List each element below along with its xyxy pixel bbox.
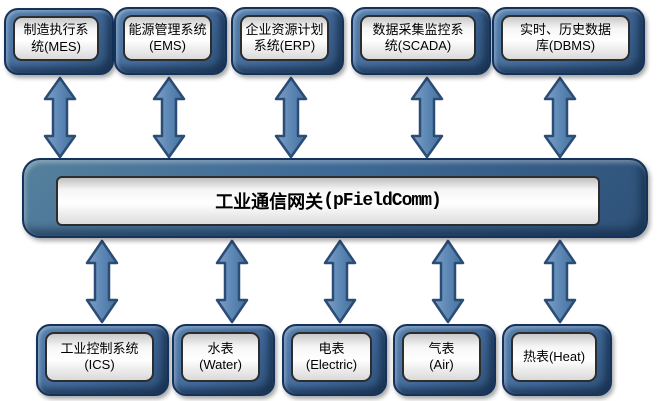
node-water-line1: 水表 — [207, 340, 234, 356]
node-scada: 数据采集监控系 统(SCADA) — [351, 7, 491, 75]
node-ems-line1: 能源管理系统 — [128, 21, 207, 37]
double-arrow-top-1 — [43, 76, 77, 159]
double-arrow-bottom-3 — [323, 239, 357, 324]
node-air-line1: 气表 — [428, 340, 455, 356]
node-ics-line2: (ICS) — [84, 357, 115, 372]
node-electric-line2: (Electric) — [305, 357, 358, 372]
node-air-meter: 气表 (Air) — [393, 324, 496, 396]
gateway-title: 工业通信网关(pFieldComm) — [56, 176, 600, 226]
node-mes-line2: 统(MES) — [31, 38, 81, 54]
node-erp-line1: 企业资源计划 — [245, 21, 324, 37]
node-erp-line2: 系统(ERP) — [253, 38, 316, 53]
double-arrow-top-4 — [410, 76, 444, 159]
node-electric-meter-label: 电表 (Electric) — [291, 332, 372, 382]
double-arrow-bottom-4 — [431, 239, 465, 324]
node-mes-label: 制造执行系 统(MES) — [13, 16, 99, 61]
double-arrow-top-2 — [152, 76, 186, 159]
node-electric-line1: 电表 — [318, 340, 345, 356]
double-arrow-top-5 — [543, 76, 577, 159]
node-mes: 制造执行系 统(MES) — [4, 8, 114, 75]
node-water-meter-label: 水表 (Water) — [181, 332, 260, 382]
node-erp: 企业资源计划 系统(ERP) — [231, 7, 344, 75]
node-scada-line2: 统(SCADA) — [384, 38, 452, 53]
node-dbms-label: 实时、历史数据 库(DBMS) — [501, 15, 630, 61]
node-dbms-line2: 库(DBMS) — [535, 38, 596, 53]
gateway-box: 工业通信网关(pFieldComm) — [22, 158, 648, 238]
node-erp-label: 企业资源计划 系统(ERP) — [240, 15, 329, 61]
gateway-title-zh: 工业通信网关 — [215, 192, 324, 212]
node-ems-label: 能源管理系统 (EMS) — [123, 15, 212, 61]
node-ics-line1: 工业控制系统 — [60, 340, 139, 356]
node-water-line2: (Water) — [199, 357, 242, 372]
double-arrow-bottom-2 — [215, 239, 249, 324]
node-scada-label: 数据采集监控系 统(SCADA) — [360, 15, 476, 61]
node-ems: 能源管理系统 (EMS) — [114, 7, 227, 75]
node-water-meter: 水表 (Water) — [172, 324, 275, 396]
node-heat-meter: 热表(Heat) — [502, 324, 612, 396]
double-arrow-bottom-1 — [85, 239, 119, 324]
node-mes-line1: 制造执行系 — [23, 22, 89, 38]
node-dbms-line1: 实时、历史数据 — [519, 21, 611, 37]
node-ems-line2: (EMS) — [149, 38, 186, 53]
node-air-meter-label: 气表 (Air) — [402, 332, 481, 382]
node-heat-meter-label: 热表(Heat) — [511, 332, 597, 382]
node-air-line2: (Air) — [429, 357, 454, 372]
node-scada-line1: 数据采集监控系 — [372, 21, 464, 37]
node-electric-meter: 电表 (Electric) — [282, 324, 387, 396]
node-ics: 工业控制系统 (ICS) — [36, 324, 169, 396]
gateway-title-en: (pFieldComm) — [323, 191, 442, 211]
node-dbms: 实时、历史数据 库(DBMS) — [492, 7, 645, 75]
double-arrow-bottom-5 — [543, 239, 577, 324]
node-ics-label: 工业控制系统 (ICS) — [45, 332, 154, 382]
node-heat-line1: 热表(Heat) — [522, 348, 586, 364]
double-arrow-top-3 — [274, 76, 308, 159]
